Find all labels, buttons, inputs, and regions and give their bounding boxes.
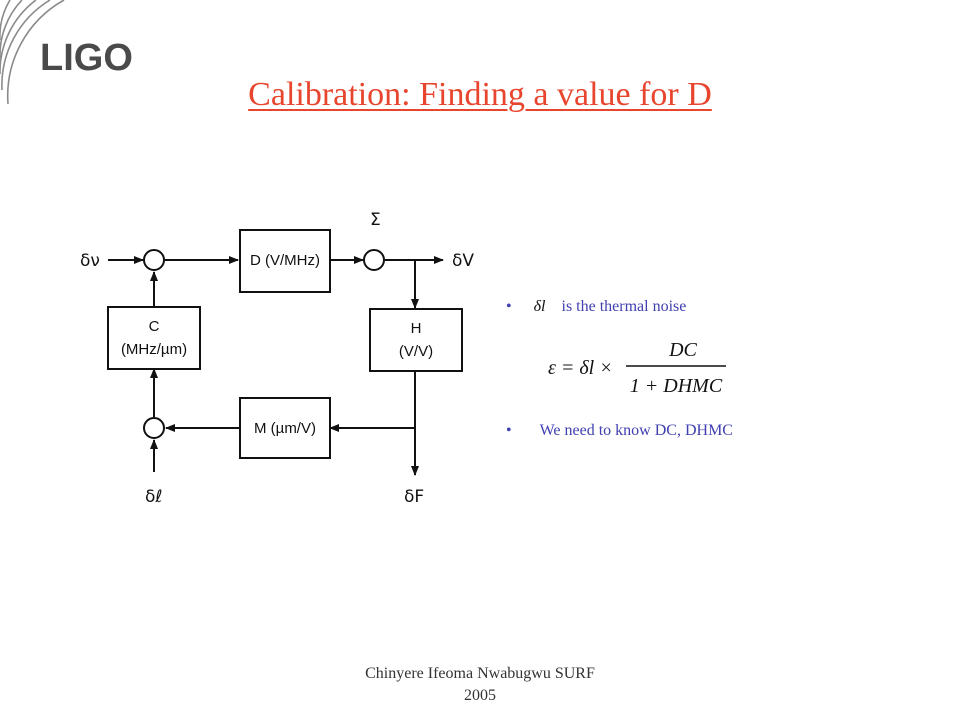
logo-arcs-icon	[0, 0, 65, 105]
output-v-label: δV	[452, 251, 474, 271]
noise-formula: ε = δl × DC 1 + DHMC	[548, 332, 738, 407]
bullet-thermal-noise: • δl is the thermal noise	[506, 298, 686, 316]
bullet-2-text: We need to know DC, DHMC	[539, 422, 733, 439]
bullet-dot: •	[506, 422, 512, 439]
bullet-1-text: is the thermal noise	[561, 298, 687, 315]
sum-junction-2	[363, 249, 385, 271]
footer-line-1: Chinyere Ifeoma Nwabugwu SURF	[365, 665, 595, 682]
output-f-label: δF	[404, 487, 424, 507]
input-nu-label: δν	[80, 251, 100, 271]
logo-text: LIGO	[40, 37, 133, 79]
block-m-label: M (µm/V)	[254, 420, 316, 437]
ligo-logo: LIGO	[0, 0, 133, 105]
block-c-label-2: (MHz/µm)	[121, 341, 187, 358]
slide-footer: Chinyere Ifeoma Nwabugwu SURF 2005	[310, 663, 650, 707]
block-c	[107, 306, 201, 370]
block-m	[239, 397, 331, 459]
block-d	[239, 229, 331, 293]
block-diagram: D (V/MHz) C (MHz/µm) H (V/V) M (µm/V) Σ …	[80, 210, 474, 507]
block-c-label-1: C	[149, 318, 160, 335]
sum-junction-3	[143, 417, 165, 439]
formula-lhs: ε = δl ×	[548, 357, 613, 379]
sum-junction-1	[143, 249, 165, 271]
bullet-dot: •	[506, 298, 512, 315]
footer-line-2: 2005	[464, 687, 496, 704]
block-h-label-2: (V/V)	[399, 343, 433, 360]
delta-l-symbol: δl	[533, 298, 546, 315]
sum-symbol: Σ	[370, 210, 381, 230]
slide-title: Calibration: Finding a value for D	[248, 76, 712, 113]
block-h	[369, 308, 463, 372]
formula-numerator: DC	[668, 339, 697, 361]
diagram-connections	[108, 256, 444, 476]
block-h-label-1: H	[411, 320, 422, 337]
input-l-label: δℓ	[145, 487, 162, 507]
bullet-need-to-know: • We need to know DC, DHMC	[506, 422, 733, 440]
formula-denominator: 1 + DHMC	[630, 375, 723, 397]
block-d-label: D (V/MHz)	[250, 252, 320, 269]
